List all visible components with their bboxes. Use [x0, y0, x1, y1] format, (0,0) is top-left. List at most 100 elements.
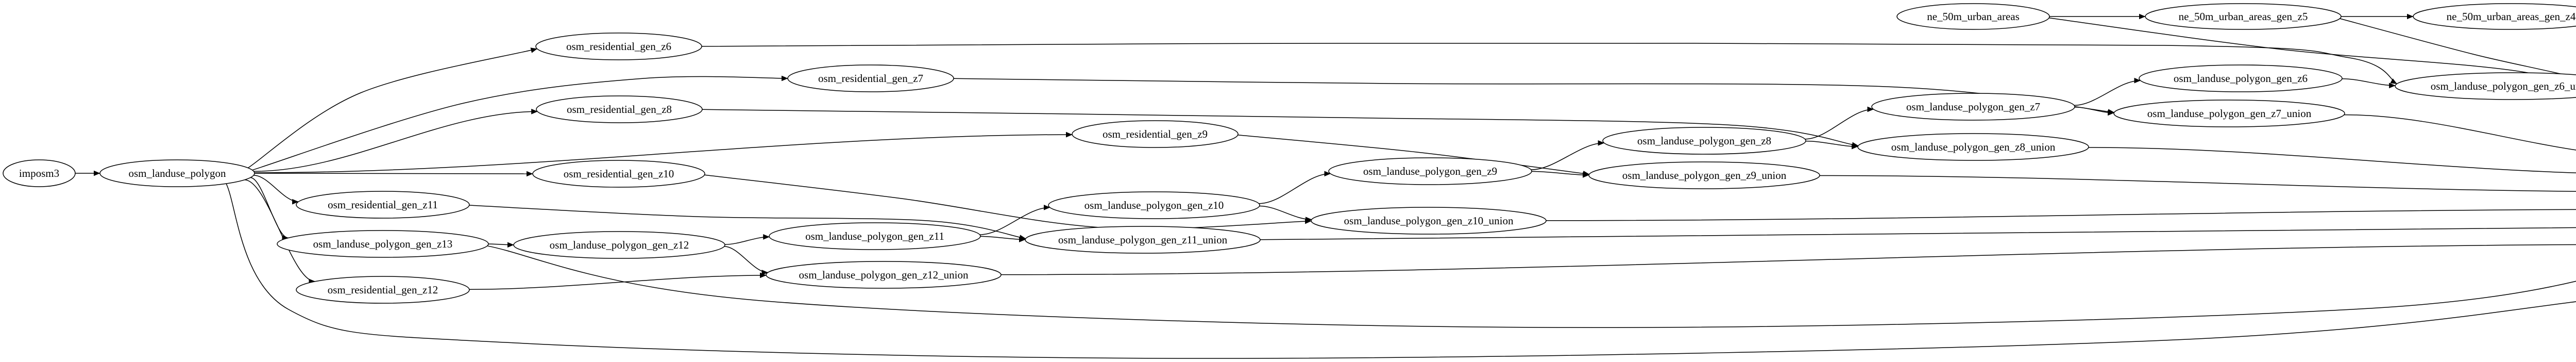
edge-osm_landuse_polygon_gen_z9-to-osm_landuse_polygon_gen_z8 — [1531, 140, 1605, 170]
edge-osm_landuse_polygon-to-osm_residential_gen_z7 — [252, 75, 788, 171]
node-ellipse — [766, 261, 1002, 289]
node-label: osm_landuse_polygon_gen_z11 — [805, 230, 944, 242]
node-osm_landuse_polygon: osm_landuse_polygon — [99, 159, 255, 187]
edge-osm_landuse_polygon_gen_z13-to-osm_landuse_polygon_gen_z12 — [488, 242, 514, 248]
node-label: osm_landuse_polygon_gen_z8 — [1637, 135, 1771, 147]
node-ellipse — [3, 159, 76, 187]
node-osm_landuse_polygon_gen_z8: osm_landuse_polygon_gen_z8 — [1602, 127, 1806, 155]
node-ellipse — [99, 159, 255, 187]
edge-osm_residential_gen_z12-to-osm_landuse_polygon_gen_z12_union — [469, 272, 767, 290]
node-ellipse — [1328, 157, 1532, 185]
edge-osm_residential_gen_z10-to-osm_landuse_polygon_gen_z10_union — [704, 174, 1312, 229]
edge-osm_landuse_polygon_gen_z8-to-osm_landuse_polygon_gen_z7 — [1805, 106, 1874, 140]
node-label: osm_landuse_polygon — [129, 167, 226, 179]
node-ne_50m_urban_areas_gen_z5: ne_50m_urban_areas_gen_z5 — [2145, 3, 2342, 30]
node-ellipse — [513, 231, 725, 259]
node-label: osm_landuse_polygon_gen_z12_union — [799, 269, 969, 281]
node-ellipse — [787, 64, 954, 92]
node-osm_landuse_polygon_gen_z6_union: osm_landuse_polygon_gen_z6_union — [2395, 72, 2576, 100]
node-label: osm_landuse_polygon_gen_z9_union — [1622, 169, 1787, 182]
edge-osm_landuse_polygon_gen_z12_union-to-layer_landuse-z12 — [1001, 244, 2576, 275]
node-osm_residential_gen_z6: osm_residential_gen_z6 — [535, 32, 702, 60]
node-ellipse — [1857, 133, 2089, 161]
node-label: osm_residential_gen_z12 — [328, 284, 438, 296]
node-ellipse — [536, 95, 703, 123]
node-label: osm_residential_gen_z10 — [564, 168, 674, 180]
node-ellipse — [2413, 3, 2576, 30]
node-label: ne_50m_urban_areas — [1927, 10, 2020, 23]
edge-osm_landuse_polygon_gen_z6-to-osm_landuse_polygon_gen_z6_union — [2342, 78, 2396, 89]
node-osm_landuse_polygon_gen_z11: osm_landuse_polygon_gen_z11 — [769, 222, 981, 250]
node-ellipse — [769, 222, 981, 250]
node-ellipse — [1602, 127, 1806, 155]
node-ellipse — [1072, 120, 1239, 148]
node-ellipse — [1048, 191, 1260, 219]
node-label: osm_landuse_polygon_gen_z11_union — [1058, 234, 1228, 246]
node-ellipse — [1025, 226, 1261, 254]
node-label: osm_residential_gen_z8 — [567, 103, 672, 116]
node-osm_landuse_polygon_gen_z9_union: osm_landuse_polygon_gen_z9_union — [1588, 161, 1820, 189]
node-label: osm_landuse_polygon_gen_z10 — [1084, 199, 1224, 211]
edge-osm_landuse_polygon_gen_z12-to-osm_landuse_polygon_gen_z11 — [724, 234, 770, 245]
node-osm_residential_gen_z10: osm_residential_gen_z10 — [532, 160, 705, 188]
edge-osm_landuse_polygon-to-osm_landuse_polygon_gen_z13 — [250, 177, 289, 241]
edges-layer — [75, 13, 2576, 359]
node-osm_landuse_polygon_gen_z13: osm_landuse_polygon_gen_z13 — [277, 230, 489, 258]
node-osm_landuse_polygon_gen_z10: osm_landuse_polygon_gen_z10 — [1048, 191, 1260, 219]
node-label: osm_landuse_polygon_gen_z13 — [313, 238, 453, 250]
node-label: osm_landuse_polygon_gen_z9 — [1363, 165, 1497, 177]
edge-osm_landuse_polygon_gen_z12-to-osm_landuse_polygon_gen_z12_union — [724, 246, 769, 275]
node-label: osm_landuse_polygon_gen_z8_union — [1891, 141, 2056, 153]
node-label: osm_landuse_polygon_gen_z7 — [1906, 101, 2040, 113]
node-ellipse — [535, 32, 702, 60]
node-label: osm_landuse_polygon_gen_z6 — [2174, 72, 2308, 85]
node-label: osm_landuse_polygon_gen_z6_union — [2431, 80, 2576, 92]
node-ellipse — [1871, 93, 2075, 121]
node-ellipse — [296, 276, 470, 304]
edge-osm_residential_gen_z9-to-osm_landuse_polygon_gen_z9_union — [1238, 135, 1590, 176]
edge-osm_landuse_polygon_gen_z10-to-osm_landuse_polygon_gen_z10_union — [1259, 205, 1312, 223]
node-osm_landuse_polygon_gen_z9: osm_landuse_polygon_gen_z9 — [1328, 157, 1532, 185]
node-osm_residential_gen_z12: osm_residential_gen_z12 — [296, 276, 470, 304]
node-ellipse — [296, 191, 470, 219]
edge-osm_landuse_polygon-to-osm_residential_gen_z6 — [247, 47, 538, 169]
edge-osm_landuse_polygon_gen_z13-to-layer_landuse-z13 — [487, 245, 2576, 328]
node-ellipse — [1896, 3, 2050, 30]
edge-osm_landuse_polygon_gen_z11-to-osm_landuse_polygon_gen_z10 — [979, 204, 1050, 235]
node-label: osm_landuse_polygon_gen_z7_union — [2147, 107, 2312, 120]
node-label: ne_50m_urban_areas_gen_z5 — [2179, 10, 2308, 23]
node-label: osm_residential_gen_z7 — [818, 72, 923, 85]
node-ellipse — [532, 160, 705, 188]
node-ellipse — [2145, 3, 2342, 30]
node-label: osm_landuse_polygon_gen_z12 — [550, 239, 689, 251]
node-ellipse — [277, 230, 489, 258]
edge-osm_landuse_polygon-to-osm_residential_gen_z8 — [253, 108, 538, 172]
edge-osm_landuse_polygon-to-layer_landuse-z14+ — [226, 183, 2576, 359]
edge-osm_landuse_polygon_gen_z7_union-to-layer_landuse-z7 — [2344, 114, 2576, 151]
node-imposm3: imposm3 — [3, 159, 76, 187]
node-label: osm_residential_gen_z9 — [1103, 128, 1208, 140]
node-ellipse — [2395, 72, 2576, 100]
edge-osm_landuse_polygon_gen_z8_union-to-layer_landuse-z8 — [2088, 147, 2576, 173]
node-osm_landuse_polygon_gen_z7_union: osm_landuse_polygon_gen_z7_union — [2113, 100, 2345, 127]
node-label: osm_residential_gen_z6 — [566, 40, 671, 53]
node-osm_residential_gen_z9: osm_residential_gen_z9 — [1072, 120, 1239, 148]
node-osm_landuse_polygon_gen_z11_union: osm_landuse_polygon_gen_z11_union — [1025, 226, 1261, 254]
node-osm_residential_gen_z11: osm_residential_gen_z11 — [296, 191, 470, 219]
edge-osm_landuse_polygon-to-osm_residential_gen_z10 — [254, 171, 533, 177]
node-ne_50m_urban_areas_gen_z4: ne_50m_urban_areas_gen_z4 — [2413, 3, 2576, 30]
edge-ne_50m_urban_areas-to-layer_landuse-z6 — [2049, 17, 2576, 85]
node-label: ne_50m_urban_areas_gen_z4 — [2447, 10, 2576, 23]
node-label: imposm3 — [19, 167, 59, 179]
node-osm_landuse_polygon_gen_z8_union: osm_landuse_polygon_gen_z8_union — [1857, 133, 2089, 161]
edge-osm_landuse_polygon_gen_z9_union-to-layer_landuse-z9 — [1819, 175, 2576, 192]
edge-osm_landuse_polygon_gen_z7-to-osm_landuse_polygon_gen_z6 — [2074, 77, 2141, 106]
node-osm_landuse_polygon_gen_z12_union: osm_landuse_polygon_gen_z12_union — [766, 261, 1002, 289]
edge-osm_landuse_polygon_gen_z10-to-osm_landuse_polygon_gen_z9 — [1259, 171, 1331, 204]
node-osm_landuse_polygon_gen_z6: osm_landuse_polygon_gen_z6 — [2139, 64, 2343, 92]
edge-osm_landuse_polygon_gen_z10_union-to-layer_landuse-z10 — [1546, 209, 2576, 221]
node-label: osm_residential_gen_z11 — [328, 199, 438, 211]
nodes-layer: imposm3 osm_landuse_polygon osm_residentia… — [3, 3, 2576, 304]
